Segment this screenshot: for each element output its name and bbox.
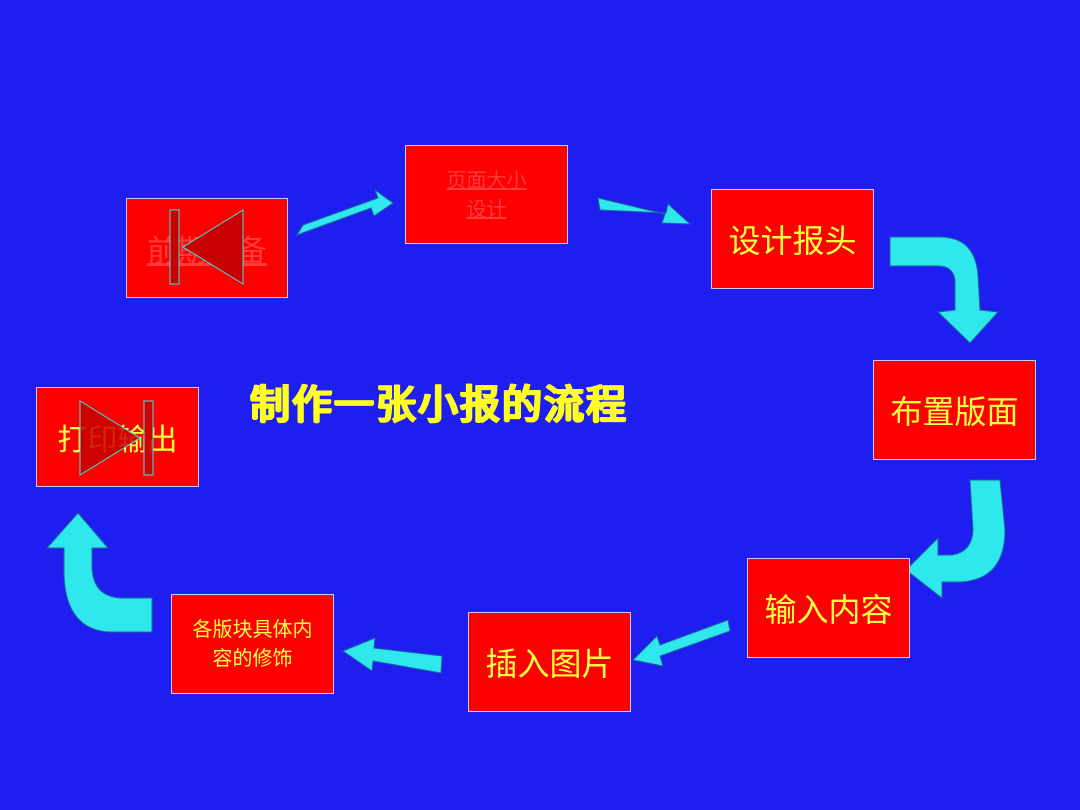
diagram-title: 制作一张小报的流程 — [250, 382, 628, 428]
arrow-header-to-layout — [889, 236, 1000, 344]
step-decoration: 各版块具体内 容的修饰 — [171, 594, 334, 694]
step-content: 输入内容 — [747, 558, 910, 658]
step-layout-label: 布置版面 — [890, 393, 1019, 431]
previous-track-icon[interactable] — [165, 206, 245, 286]
arrow-prep-to-pagesize — [295, 188, 394, 236]
next-track-icon[interactable] — [78, 399, 158, 477]
step-layout: 布置版面 — [873, 360, 1036, 460]
step-page-size[interactable]: 页面大小 设计 — [405, 145, 568, 244]
step-picture: 插入图片 — [468, 612, 631, 712]
arrow-content-to-picture — [631, 619, 731, 667]
arrow-pagesize-to-header — [597, 197, 692, 225]
step-page-size-label: 页面大小 设计 — [446, 167, 527, 221]
arrow-decoration-to-print — [45, 512, 153, 633]
step-header: 设计报头 — [711, 189, 874, 289]
arrow-picture-to-decoration — [341, 637, 443, 674]
step-decoration-label: 各版块具体内 容的修饰 — [192, 617, 313, 670]
step-content-label: 输入内容 — [764, 591, 893, 629]
arrow-layout-to-content — [905, 479, 1006, 600]
step-header-label: 设计报头 — [728, 222, 857, 260]
step-picture-label: 插入图片 — [485, 645, 614, 683]
